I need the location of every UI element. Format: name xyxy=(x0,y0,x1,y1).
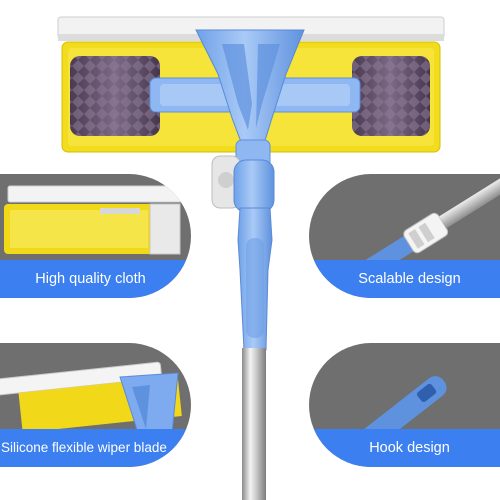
feature-card-wiper: Silicone flexible wiper blade xyxy=(0,343,191,467)
feature-label-cloth: High quality cloth xyxy=(0,260,191,298)
feature-label-hook: Hook design xyxy=(309,429,500,467)
feature-card-hook: Hook design xyxy=(309,343,500,467)
feature-card-cloth: High quality cloth xyxy=(0,174,191,298)
feature-card-scalable: Scalable design xyxy=(309,174,500,298)
feature-label-wiper: Silicone flexible wiper blade xyxy=(0,429,191,467)
wiper-blade-detail-image xyxy=(0,361,182,440)
feature-label-scalable: Scalable design xyxy=(309,260,500,298)
cloth-detail-image xyxy=(4,185,185,255)
